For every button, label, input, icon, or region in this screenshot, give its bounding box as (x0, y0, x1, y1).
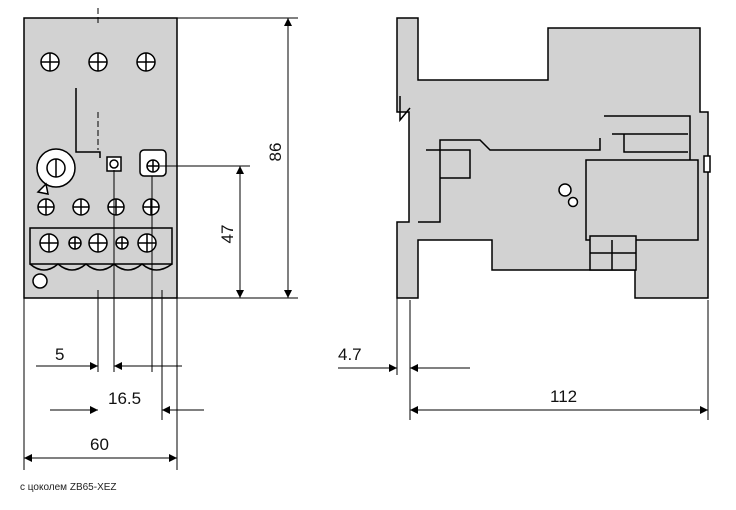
din-clip (399, 96, 411, 123)
screw-icon (136, 52, 156, 72)
side-connector (703, 155, 711, 173)
screw-icon (40, 52, 60, 72)
reset-dial-icon (36, 148, 76, 195)
base-outline (418, 138, 601, 223)
screw-icon (39, 233, 59, 253)
front-dimension-arrows (24, 18, 292, 462)
side-view (396, 17, 711, 299)
latch-outline (426, 149, 471, 179)
screw-icon (142, 198, 160, 216)
front-reference-lines (23, 8, 298, 470)
screw-icon (115, 236, 129, 250)
front-view (23, 17, 178, 299)
side-reference-lines (338, 298, 709, 420)
screw-icon (72, 198, 90, 216)
dim-width-front: 60 (90, 435, 109, 454)
dim-depth-side: 112 (550, 387, 577, 406)
screw-icon (107, 198, 125, 216)
caption-text: с цоколем ZB65-XEZ (20, 482, 117, 493)
mounting-hole-icon (32, 273, 48, 289)
dim-height-terminal: 47 (218, 225, 237, 244)
screw-icon (88, 233, 108, 253)
side-body (396, 17, 709, 299)
terminal-block-edge (29, 263, 173, 271)
screw-icon (37, 198, 55, 216)
indicator-lamp-icon (567, 196, 579, 208)
aux-module-steps (604, 115, 691, 160)
middle-screw-row (37, 198, 160, 216)
conductor-strap (75, 88, 101, 158)
dim-offset-left: 5 (55, 345, 64, 364)
dim-offset-side: 4.7 (338, 345, 362, 364)
indicator-lamp-icon (558, 183, 572, 197)
screw-icon (88, 52, 108, 72)
screw-icon (137, 233, 157, 253)
dim-spacing: 16.5 (108, 389, 141, 408)
dim-height-total: 86 (266, 143, 285, 162)
screw-icon (68, 236, 82, 250)
top-screw-terminals (40, 52, 156, 72)
aux-module (585, 159, 699, 241)
